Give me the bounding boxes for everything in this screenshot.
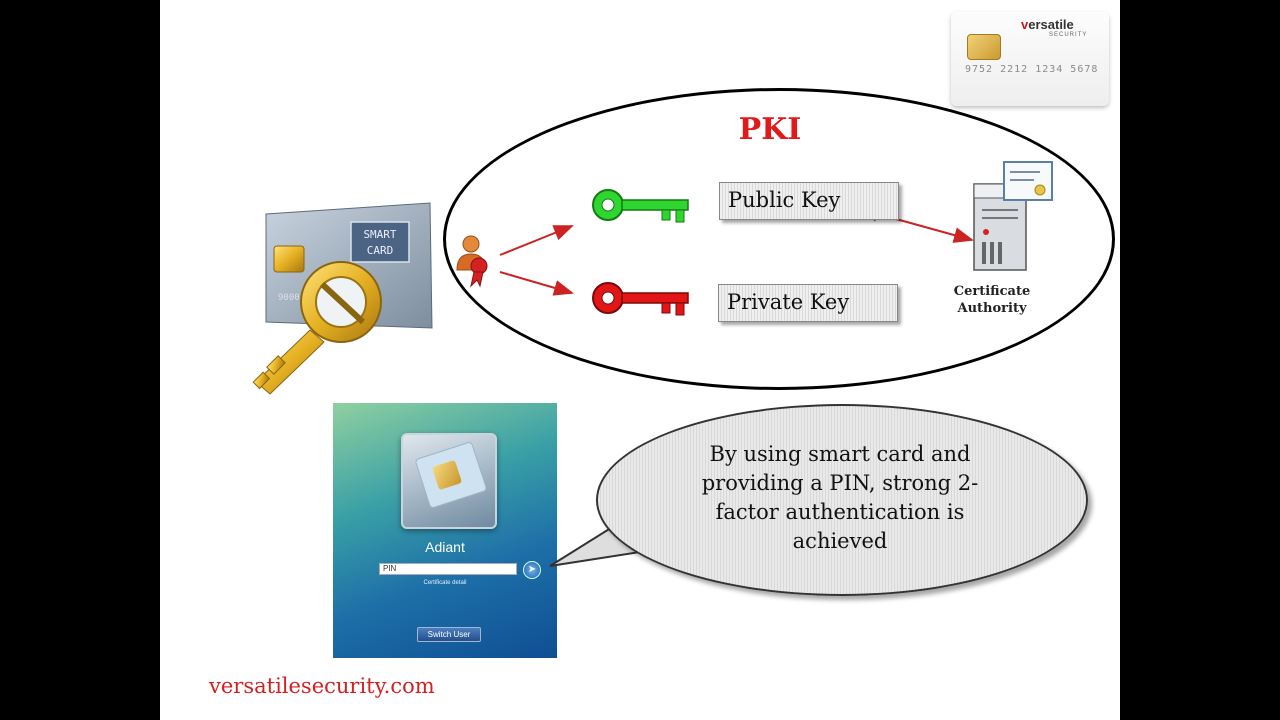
public-key-icon [590,185,694,225]
certificate-detail-link[interactable]: Certificate detail [333,580,557,586]
switch-user-button[interactable]: Switch User [417,627,481,642]
submit-arrow-button[interactable]: ➤ [523,561,541,579]
public-key-box: Public Key [719,182,899,220]
arrow-to-private-key [500,272,572,293]
footer-website-url: versatilesecurity.com [209,674,435,698]
certificate-authority-server-icon [970,160,1056,276]
arrow-to-public-key [500,226,572,255]
windows-login-screenshot: Adiant PIN ➤ Certificate detail Switch U… [333,403,557,658]
private-key-box: Private Key [718,284,898,322]
smart-card-user-tile [401,433,497,529]
speech-bubble-text: By using smart card and providing a PIN,… [684,440,996,556]
slide: versatile SECURITY 9752 2212 1234 5678 S… [160,0,1120,720]
login-user-name: Adiant [333,539,557,555]
pki-arrows [160,0,1120,720]
private-key-icon [590,278,694,318]
certificate-authority-label: Certificate Authority [932,283,1052,317]
pin-input[interactable]: PIN [379,563,517,575]
